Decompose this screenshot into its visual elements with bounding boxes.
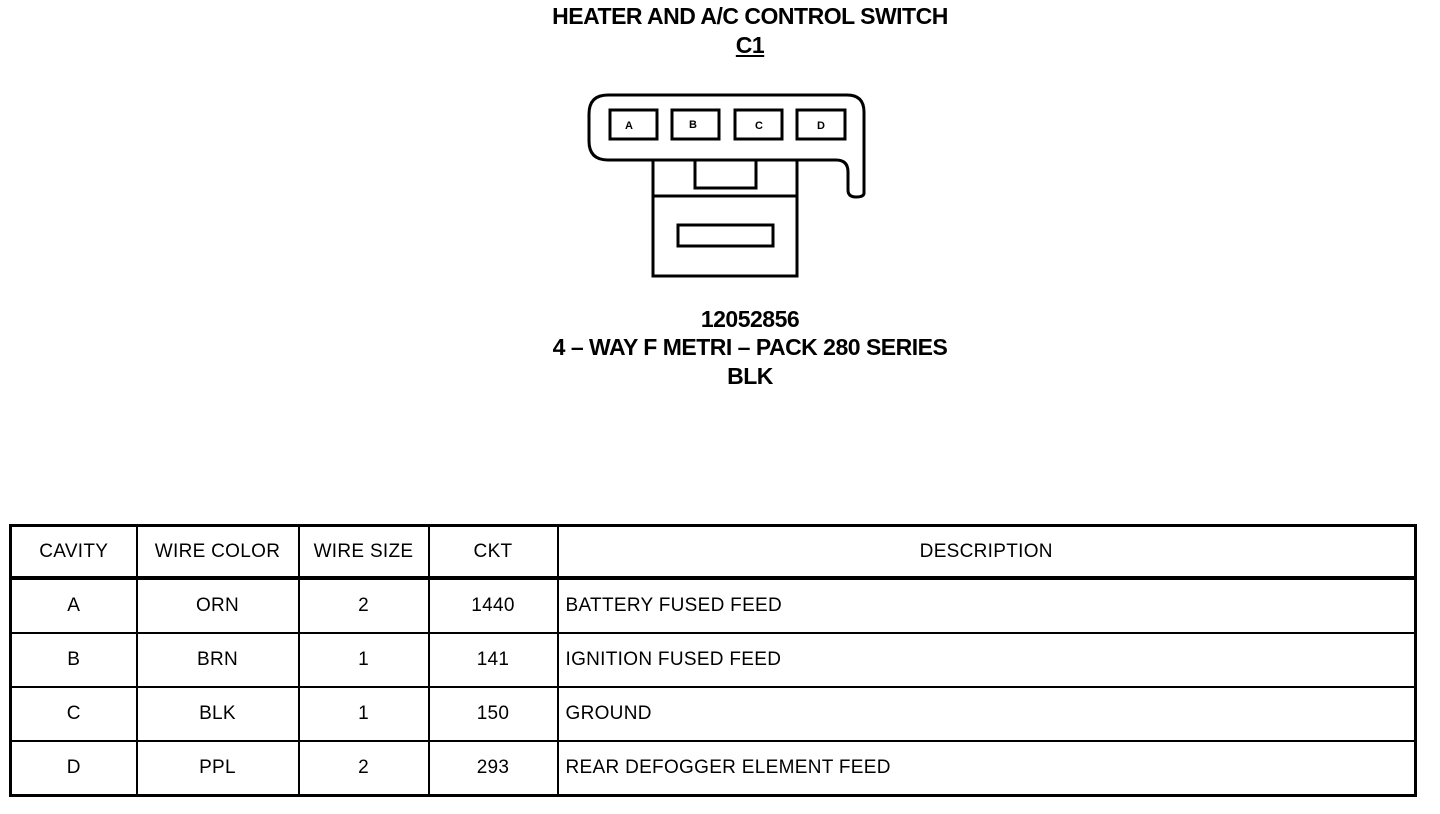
- table-row: D PPL 2 293 REAR DEFOGGER ELEMENT FEED: [9, 740, 1417, 797]
- header-wire-size: WIRE SIZE: [297, 524, 430, 580]
- connector-body-outline: [587, 93, 866, 199]
- cell-ckt: 141: [427, 632, 559, 688]
- table-row: C BLK 1 150 GROUND: [9, 686, 1417, 742]
- cell-wire-size: 2: [297, 577, 430, 634]
- diagram-title: HEATER AND A/C CONTROL SWITCH: [552, 3, 948, 29]
- cell-ckt: 293: [427, 740, 559, 797]
- connector-drawing: A B C D: [587, 93, 866, 278]
- cell-cavity: D: [9, 740, 138, 797]
- cavity-table: CAVITY WIRE COLOR WIRE SIZE CKT DESCRIPT…: [9, 524, 1417, 797]
- cell-wire-size: 1: [297, 686, 430, 742]
- cell-wire-color: PPL: [135, 740, 300, 797]
- header-ckt: CKT: [427, 524, 559, 580]
- connector-color: BLK: [727, 363, 773, 389]
- terminal-a: [608, 108, 659, 141]
- cell-cavity: B: [9, 632, 138, 688]
- terminal-d: [795, 108, 847, 141]
- terminal-c: [733, 108, 784, 141]
- cell-cavity: C: [9, 686, 138, 742]
- terminal-d-label: D: [817, 120, 825, 132]
- cell-ckt: 150: [427, 686, 559, 742]
- header-description: DESCRIPTION: [556, 524, 1417, 580]
- header-wire-color: WIRE COLOR: [135, 524, 300, 580]
- terminal-c-label: C: [755, 120, 763, 132]
- connector-id: C1: [735, 32, 765, 58]
- connector-lock-slot: [676, 223, 775, 248]
- table-row: A ORN 2 1440 BATTERY FUSED FEED: [9, 577, 1417, 634]
- header-cavity: CAVITY: [9, 524, 138, 580]
- cell-wire-color: BRN: [135, 632, 300, 688]
- terminal-b-label: B: [689, 119, 697, 131]
- connector-lower-housing: [651, 158, 799, 278]
- connector-type: 4 – WAY F METRI – PACK 280 SERIES: [552, 334, 948, 360]
- cell-description: BATTERY FUSED FEED: [556, 577, 1417, 634]
- cell-wire-size: 2: [297, 740, 430, 797]
- cell-wire-size: 1: [297, 632, 430, 688]
- cell-wire-color: ORN: [135, 577, 300, 634]
- table-header-row: CAVITY WIRE COLOR WIRE SIZE CKT DESCRIPT…: [9, 524, 1417, 580]
- cell-description: IGNITION FUSED FEED: [556, 632, 1417, 688]
- connector-center-tab: [693, 158, 758, 190]
- cell-ckt: 1440: [427, 577, 559, 634]
- cell-description: REAR DEFOGGER ELEMENT FEED: [556, 740, 1417, 797]
- terminal-b: [670, 108, 721, 141]
- terminal-a-label: A: [625, 120, 633, 132]
- table-row: B BRN 1 141 IGNITION FUSED FEED: [9, 632, 1417, 688]
- cell-wire-color: BLK: [135, 686, 300, 742]
- part-number: 12052856: [700, 306, 800, 332]
- cell-cavity: A: [9, 577, 138, 634]
- cell-description: GROUND: [556, 686, 1417, 742]
